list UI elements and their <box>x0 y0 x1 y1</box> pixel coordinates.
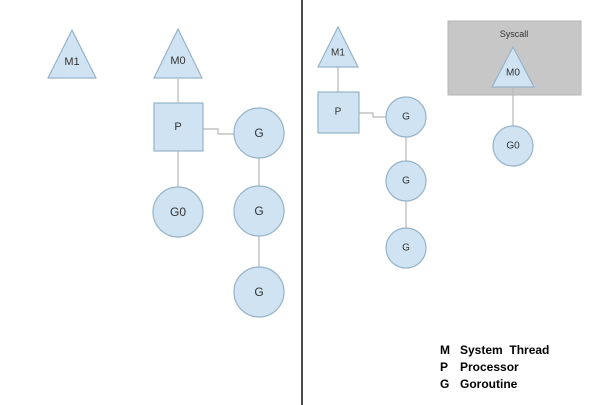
right-m1-thread: M1 <box>317 25 359 68</box>
right-panel: Syscall M1 P G G G <box>317 20 582 269</box>
right-queue-label-3: G <box>402 243 410 254</box>
left-queue-goroutine-2: G <box>233 185 285 237</box>
legend-row-goroutine: G Goroutine <box>440 376 549 393</box>
left-m0-thread: M0 <box>153 27 203 79</box>
left-queue-goroutine-3: G <box>233 266 285 318</box>
left-queue-goroutine-1: G <box>233 107 285 159</box>
legend-key-p: P <box>440 360 449 374</box>
left-p-queue-connector <box>203 128 234 135</box>
legend-text-processor: Processor <box>460 360 519 374</box>
right-g0-goroutine: G0 <box>492 125 534 167</box>
left-m1-thread: M1 <box>47 28 97 79</box>
left-p-label: P <box>174 121 181 133</box>
right-p-queue-connector <box>359 112 386 118</box>
left-m0-label: M0 <box>170 55 185 67</box>
right-p-label: P <box>335 107 342 118</box>
syscall-label: Syscall <box>500 29 529 39</box>
left-queue-label-2: G <box>254 204 263 218</box>
right-queue-goroutine-3: G <box>385 227 427 269</box>
right-m0-thread: M0 <box>491 45 535 88</box>
left-queue-label-1: G <box>254 126 263 140</box>
legend-row-thread: M System Thread <box>440 342 549 359</box>
left-p-processor: P <box>153 102 204 152</box>
legend-text-goroutine: Goroutine <box>460 377 518 391</box>
right-queue-goroutine-1: G <box>385 96 427 138</box>
left-m1-label: M1 <box>64 56 79 68</box>
right-m1-label: M1 <box>331 48 345 59</box>
right-queue-label-2: G <box>402 176 410 187</box>
left-queue-label-3: G <box>254 285 263 299</box>
right-m0-label: M0 <box>506 68 520 79</box>
right-queue-goroutine-2: G <box>385 160 427 202</box>
legend: M System Thread P Processor G Goroutine <box>440 342 549 393</box>
right-p-processor: P <box>317 91 360 134</box>
left-panel: M1 M0 P G0 G G G <box>47 27 285 318</box>
legend-text-thread: System Thread <box>460 343 550 357</box>
right-queue-label-1: G <box>402 112 410 123</box>
legend-key-m: M <box>440 343 450 357</box>
left-g0-goroutine: G0 <box>152 186 204 238</box>
right-g0-label: G0 <box>506 141 520 152</box>
legend-row-processor: P Processor <box>440 359 549 376</box>
legend-key-g: G <box>440 377 450 391</box>
left-g0-label: G0 <box>170 205 186 219</box>
